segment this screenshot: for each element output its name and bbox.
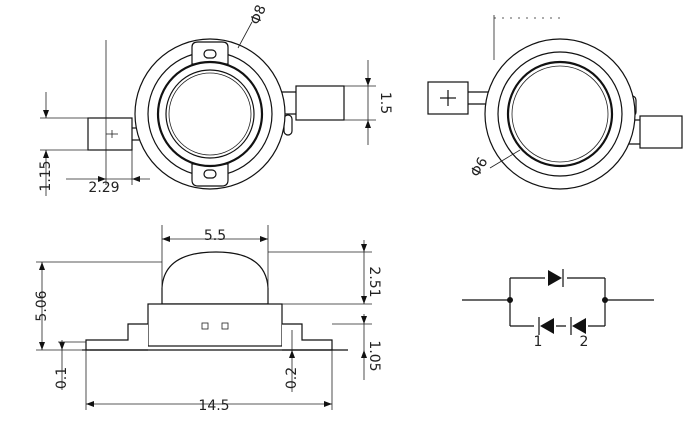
- node-left: [507, 297, 513, 303]
- label-5-5: 5.5: [204, 228, 226, 244]
- label-1-15: 1.15: [38, 160, 54, 191]
- node-right: [602, 297, 608, 303]
- label-2-51: 2.51: [366, 266, 382, 297]
- label-1-05: 1.05: [366, 340, 382, 371]
- leader-dia8: [237, 21, 253, 49]
- diode-top: [545, 268, 567, 288]
- lead-right: [282, 323, 333, 351]
- diode-bottom-right: [566, 316, 588, 336]
- package-ring-right: [497, 51, 623, 177]
- terminal-pad-plus: [427, 81, 490, 115]
- label-1-5: 1.5: [377, 92, 393, 114]
- ear-bottom-slot: [203, 169, 217, 179]
- label-dia8: Φ8: [247, 3, 269, 27]
- lens-dome: [161, 251, 269, 305]
- ear-top-slot: [203, 49, 217, 59]
- lens-inner: [165, 69, 255, 159]
- lead-left: [85, 323, 148, 351]
- terminal-pad-left: [87, 117, 148, 151]
- schematic: 1 2: [462, 268, 654, 350]
- schem-label-1: 1: [534, 334, 543, 350]
- label-dia6: Φ6: [468, 155, 492, 180]
- top-view-left: Φ8 1.5 1.15 2.29: [38, 3, 393, 196]
- side-view: 5.5 5.06 0.1 2.51 1.05 0.2: [34, 225, 382, 414]
- lens-outer: [156, 60, 264, 168]
- label-0-2: 0.2: [284, 367, 300, 389]
- label-0-1: 0.1: [54, 367, 70, 389]
- package-body: [147, 303, 283, 347]
- label-5-06: 5.06: [34, 290, 50, 321]
- leader-dia6: [489, 149, 521, 169]
- lens-outer-right: [506, 60, 614, 168]
- schem-label-2: 2: [580, 334, 589, 350]
- ear-top: [191, 41, 229, 65]
- label-2-29: 2.29: [88, 180, 119, 196]
- diode-bottom-left: [534, 316, 556, 336]
- top-view-right: Φ6: [427, 15, 683, 190]
- ear-bottom: [191, 163, 229, 187]
- label-14-5: 14.5: [198, 398, 229, 414]
